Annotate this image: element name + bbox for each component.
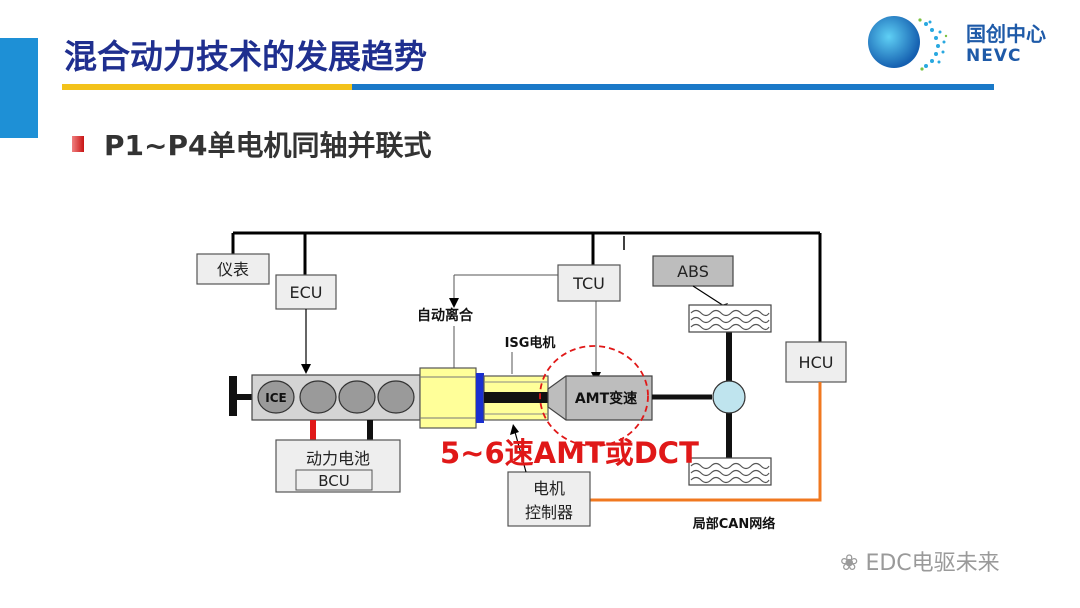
clutch-plate <box>476 373 484 423</box>
engine-cylinder <box>377 380 415 414</box>
watermark-text: EDC电驱未来 <box>865 551 1000 576</box>
meter-box <box>196 253 270 285</box>
section-subtitle: P1~P4单电机同轴并联式 <box>104 129 432 162</box>
tcu-box <box>557 264 621 302</box>
meter-label: 仪表 <box>217 260 249 279</box>
front-tire <box>688 304 772 333</box>
abs-box <box>652 255 734 287</box>
hcu-box <box>785 341 847 383</box>
rear-tire <box>688 457 772 486</box>
abs-label: ABS <box>677 262 709 281</box>
engine-cylinder <box>338 380 376 414</box>
amt-dct-highlight-text: 5~6速AMT或DCT <box>440 436 699 470</box>
nevc-logo-icon <box>868 16 948 71</box>
bcu-label: BCU <box>318 472 349 490</box>
bullet-icon <box>72 136 84 152</box>
motor-controller-label-1: 电机 <box>533 479 565 498</box>
motor-controller-box <box>507 471 591 527</box>
engine-flywheel-bar <box>229 376 237 416</box>
engine-cylinder <box>299 380 337 414</box>
title-underline-blue <box>352 84 994 90</box>
local-can-label: 局部CAN网络 <box>693 516 775 532</box>
logo-text-cn: 国创中心 <box>966 22 1046 46</box>
logo-text-en: NEVC <box>966 46 1022 66</box>
wechat-watermark: ❀ EDC电驱未来 <box>840 545 1000 577</box>
page-title: 混合动力技术的发展趋势 <box>64 37 427 76</box>
local-can-line <box>590 382 822 502</box>
clutch-label: 自动离合 <box>417 307 474 324</box>
title-underline-yellow <box>62 84 352 90</box>
motor-controller-label-2: 控制器 <box>525 503 573 522</box>
accent-side-bar <box>0 38 38 138</box>
ice-label: ICE <box>265 391 286 405</box>
wechat-icon: ❀ <box>840 551 866 576</box>
ecu-label: ECU <box>290 283 323 302</box>
amt-highlight-circle <box>539 345 649 447</box>
tcu-label: TCU <box>572 274 605 293</box>
bcu-box <box>295 469 373 491</box>
can-bus-lines <box>231 231 822 342</box>
differential <box>712 380 746 414</box>
ecu-box <box>275 274 337 310</box>
ice-cylinder <box>257 380 295 414</box>
hcu-label: HCU <box>799 353 834 372</box>
amt-label: AMT变速 <box>575 390 637 407</box>
isg-label: ISG电机 <box>505 335 556 351</box>
battery-label: 动力电池 <box>306 449 370 468</box>
